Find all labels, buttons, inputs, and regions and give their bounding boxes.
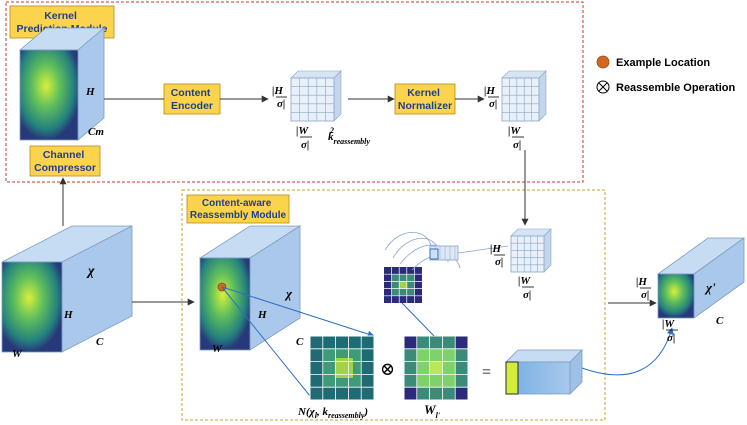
label-h-sigma-2: |H: [484, 85, 495, 97]
legend-reassemble-operation: Reassemble Operation: [616, 82, 735, 94]
label-h-sigma-out: |H: [636, 276, 647, 288]
reassembly-title: Content-aware Reassembly Module: [190, 198, 287, 221]
svg-text:σ|: σ|: [277, 98, 285, 110]
label-C-input: C: [96, 336, 104, 348]
label-w-sigma-3: |W: [518, 275, 531, 287]
kernel-selection-box: [429, 248, 439, 260]
output-feature-cube: [656, 237, 746, 319]
svg-text:σ|: σ|: [513, 139, 521, 151]
otimes-symbol: ⊗: [380, 359, 395, 379]
legend-example-location: Example Location: [616, 57, 710, 69]
reassembly-feature-cube: [198, 225, 302, 351]
label-C-reassembly: C: [296, 336, 304, 348]
label-C-output: C: [716, 315, 724, 327]
svg-text:σ|: σ|: [523, 289, 531, 301]
arrow-prism-to-output: [581, 327, 674, 376]
label-w-sigma-2: |W: [508, 125, 521, 137]
svg-text:σ|: σ|: [495, 256, 503, 268]
kernel-normalizer-block: [394, 83, 456, 115]
label-k-reassembly: kreassembly2: [328, 126, 370, 146]
label-chi-input: χ: [86, 264, 95, 279]
label-H-reassembly: H: [257, 309, 267, 321]
svg-text:σ|: σ|: [301, 139, 309, 151]
kernel-prediction-frame: [5, 1, 584, 183]
label-chi-reassembly: χ: [284, 286, 293, 301]
reassembly-frame: [181, 189, 606, 421]
line-kernel-to-weights: [401, 302, 435, 337]
channel-compressor-label: Channel Compressor: [34, 149, 96, 174]
arrow-marker-to-neighborhood: [221, 286, 375, 338]
svg-text:σ|: σ|: [667, 332, 675, 344]
label-w-sigma-1: |W: [296, 125, 309, 137]
label-W-reassembly: W: [212, 343, 223, 355]
kernel-grid-reassembly: [510, 228, 552, 273]
content-encoder-label: Content Encoder: [171, 87, 214, 112]
kernel-grid-normalized: [501, 70, 547, 122]
output-prism: [505, 349, 583, 395]
label-H-input: H: [63, 309, 73, 321]
label-w-sigma-out: |W: [662, 318, 675, 330]
kernel-normalizer-label: Kernel Normalizer: [398, 87, 452, 112]
neighborhood-grid: [309, 335, 375, 401]
svg-text:σ|: σ|: [489, 98, 497, 110]
channel-compressor-block: [29, 145, 101, 177]
example-location-icon: [596, 55, 610, 69]
line-marker-to-neighborhood-bottom: [221, 286, 311, 397]
label-Cm: Cm: [88, 126, 104, 138]
label-h-sigma-1: |H: [272, 85, 283, 97]
input-feature-cube: [1, 225, 133, 353]
weights-grid: [403, 335, 469, 401]
equals-symbol: =: [482, 364, 491, 381]
label-chi-output: χ': [704, 280, 716, 295]
label-h-sigma-3: |H: [490, 243, 501, 255]
label-neighborhood: N(χl, kreassembly): [297, 406, 368, 420]
label-W-input: W: [12, 348, 23, 360]
label-H-top: H: [85, 86, 95, 98]
svg-text:σ|: σ|: [641, 289, 649, 301]
small-weights-grid: [384, 267, 422, 303]
label-weights: Wl': [424, 402, 441, 420]
compressed-feature-cube: [18, 27, 106, 141]
kernel-grid-raw: [290, 70, 342, 122]
reassembly-title-box: [186, 194, 290, 224]
